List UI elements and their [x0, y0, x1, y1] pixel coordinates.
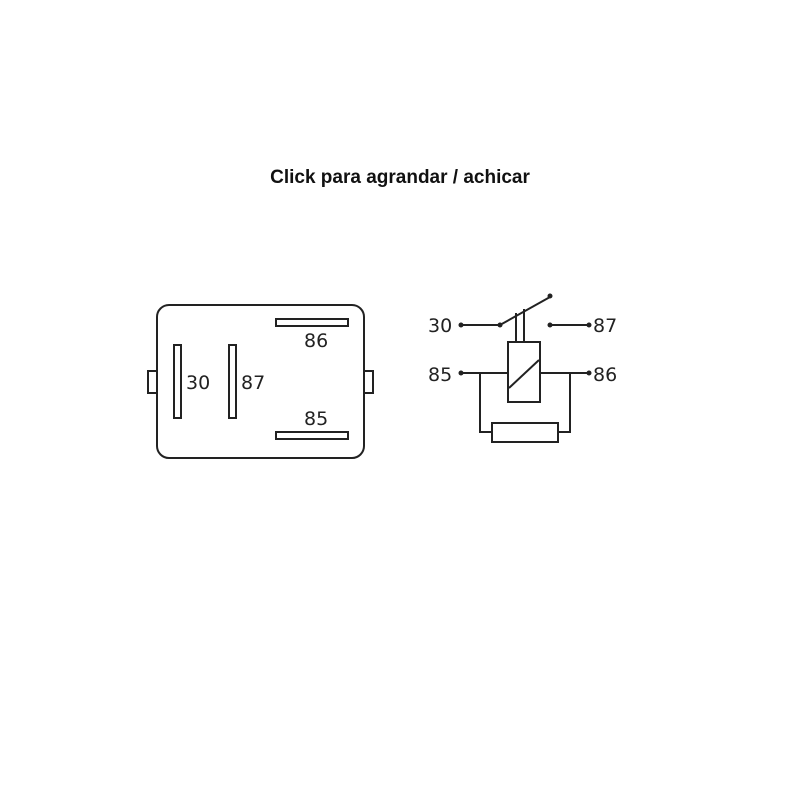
relay-body: 30 87 86 85 — [147, 304, 374, 459]
terminal-85-label: 85 — [428, 364, 452, 386]
relay-coil-diagonal — [508, 359, 540, 389]
relay-side-tab-right — [363, 370, 374, 394]
switch-blade-tip-dot — [547, 293, 553, 299]
terminal-87-dot — [586, 322, 592, 328]
relay-pin-85-label: 85 — [304, 408, 328, 430]
terminal-30-label: 30 — [428, 315, 452, 337]
relay-schematic: 30 87 85 86 — [428, 293, 617, 443]
relay-coil — [507, 341, 541, 403]
relay-pin-87-label: 87 — [241, 372, 265, 394]
relay-side-tab-left — [147, 370, 158, 394]
relay-pin-87 — [228, 344, 237, 419]
relay-pin-86-label: 86 — [304, 330, 328, 352]
terminal-86-label: 86 — [593, 364, 617, 386]
relay-pin-85 — [275, 431, 349, 440]
zoom-caption[interactable]: Click para agrandar / achicar — [270, 167, 530, 188]
resistor-wire-right — [558, 373, 571, 433]
relay-pin-30 — [173, 344, 182, 419]
terminal-86-dot — [586, 370, 592, 376]
relay-pin-86 — [275, 318, 349, 327]
resistor-wire-left — [479, 373, 492, 433]
terminal-87-label: 87 — [593, 315, 617, 337]
relay-pin-30-label: 30 — [186, 372, 210, 394]
resistor — [491, 422, 559, 443]
